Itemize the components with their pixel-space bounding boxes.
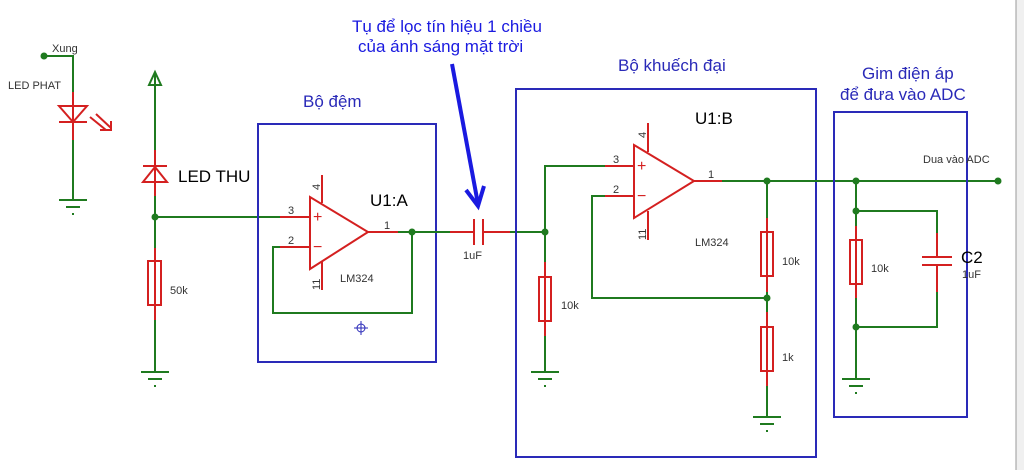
resistor-1k: [760, 326, 774, 372]
opamp-u1b: + − 3 2 1 4 11 U1:B LM324: [605, 109, 733, 249]
plus-sign: +: [313, 209, 322, 226]
resistor-50k: [147, 260, 162, 306]
pin-label: 1: [708, 169, 714, 181]
feedback-wire: [591, 195, 767, 299]
pin-label: 11: [311, 279, 323, 290]
annotation-arrow-icon: [450, 63, 486, 211]
annotation-line-2: của ánh sáng mặt trời: [358, 37, 523, 56]
capacitor-c2: [922, 233, 952, 292]
light-emit-arrows-icon: [89, 113, 112, 131]
resistor-10k-adc: [849, 239, 863, 285]
pin-label: 3: [288, 205, 294, 217]
amplifier-stage-box: [515, 88, 817, 458]
c2-label: C2: [961, 248, 983, 267]
adc-terminal[interactable]: [994, 177, 1002, 185]
led-phat-circuit: Xung LED PHAT: [8, 43, 112, 215]
capacitor-c1: 1uF: [450, 219, 510, 262]
adc-clamp-title-1: Gim điện áp: [862, 64, 954, 83]
r-10k-input-label: 10k: [561, 300, 579, 312]
r-10k-feedback-label: 10k: [782, 256, 800, 268]
pin-label: 4: [311, 184, 323, 190]
page-margin: [1016, 0, 1024, 470]
junction: [763, 294, 771, 302]
ground-icon: [842, 378, 870, 394]
led-thu-label: LED THU: [178, 167, 250, 186]
plus-sign: +: [637, 158, 646, 175]
xung-label: Xung: [52, 43, 78, 55]
led-phat-icon: [56, 105, 90, 124]
amplifier-stage-title: Bộ khuếch đại: [618, 56, 726, 75]
wire: [44, 55, 74, 92]
wire: [856, 292, 938, 328]
r-1k-label: 1k: [782, 352, 794, 364]
led-thu-icon: [140, 165, 170, 183]
crosshair-icon: [354, 321, 368, 335]
lm324-a-label: LM324: [340, 273, 374, 285]
pin-label: 2: [613, 184, 619, 196]
junction: [852, 323, 860, 331]
buffer-stage-title: Bộ đệm: [303, 92, 362, 111]
opamp-u1a: + − 3 2 1 4 11 U1:A LM324: [280, 175, 408, 290]
wire: [544, 165, 605, 232]
u1a-label: U1:A: [370, 191, 408, 210]
u1b-label: U1:B: [695, 109, 733, 128]
r-50k-label: 50k: [170, 285, 188, 297]
c2-value: 1uF: [962, 269, 981, 281]
ground-icon: [531, 371, 559, 387]
pin-label: 3: [613, 154, 619, 166]
pin-label: 1: [384, 220, 390, 232]
ground-icon: [141, 371, 169, 387]
adc-clamp-title-2: để đưa vào ADC: [840, 85, 966, 104]
buffer-stage-box: [257, 123, 437, 363]
feedback-wire: [272, 232, 413, 314]
led-phat-label: LED PHAT: [8, 80, 61, 92]
led-thu-circuit: LED THU 50k: [140, 69, 250, 387]
resistor-10k-input: [538, 276, 552, 322]
pin-label: 11: [637, 229, 649, 240]
minus-sign: −: [313, 239, 322, 256]
ground-icon: [753, 416, 781, 432]
resistor-10k-feedback: [760, 231, 774, 277]
annotation-line-1: Tụ để lọc tín hiệu 1 chiều: [352, 17, 542, 36]
r-10k-adc-label: 10k: [871, 263, 889, 275]
c1-value: 1uF: [463, 250, 482, 262]
adc-output-label: Dua vào ADC: [923, 154, 990, 166]
ground-icon: [59, 199, 87, 215]
wire: [856, 210, 938, 233]
lm324-b-label: LM324: [695, 237, 729, 249]
minus-sign: −: [637, 188, 646, 205]
pin-label: 4: [637, 132, 649, 138]
adc-clamp-box: [833, 111, 968, 418]
pin-label: 2: [288, 235, 294, 247]
junction: [408, 228, 416, 236]
